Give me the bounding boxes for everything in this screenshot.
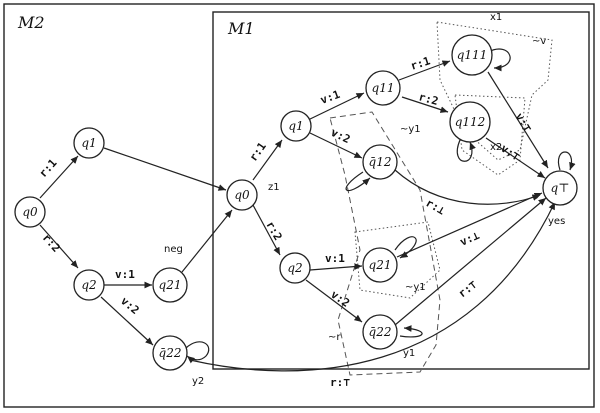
annotation-neg: neg [164,244,183,255]
loop-q112 [456,139,476,162]
state-q111: q111 [451,34,493,76]
edge-m2-q2-q22 [100,296,154,346]
state-q112: q112 [449,101,491,143]
edge-q1-q11 [307,92,365,121]
edge-label-q11-r2: r:2 [417,90,440,108]
state-label: q1 [288,119,303,133]
edge-q112-qtop [485,137,546,179]
annotation-y1-bottom: y1 [403,348,415,359]
edge-label-q12-rbot: r:⊥ [424,196,448,217]
edge-q2-q22 [305,279,363,323]
edge-label-q2-v1: v:1 [325,252,345,265]
edge-m2-q0-q1 [39,155,79,199]
edge-label-q2-v2: v:2 [328,288,352,310]
state-label: q2 [287,261,302,275]
edge-q11-q112 [401,96,449,113]
state-label: q11 [372,81,395,95]
state-q12: q̄12 [362,144,398,180]
edge-q22-qtop [394,197,547,326]
edge-m2-q0-q2 [39,224,79,269]
edge-m2q22-qtop [189,201,556,372]
loop-q21 [394,236,417,259]
m2-label: M2 [17,13,45,32]
annotation-x1: x1 [490,12,502,23]
edge-m1-q0-q1 [252,139,283,181]
m1-frame [212,11,590,370]
region-x1 [436,21,553,161]
state-m2-q0: q0 [14,196,46,228]
edge-q21-qtop [396,192,543,258]
edge-label-m1-r1: r:1 [247,140,269,164]
state-qtop: q⊤ [542,170,578,206]
m1-label: M1 [227,19,255,38]
state-label: q̄12 [369,155,392,169]
edge-q2-q21 [309,263,363,271]
edge-label-m2q22-rT: r:⊤ [330,376,350,389]
state-label: q1 [81,136,96,150]
state-q21: q21 [362,247,398,283]
region-y1 [329,111,441,376]
state-m1-q0: q0 [226,179,258,211]
annotation-z1: z1 [268,182,280,193]
state-m2-q22: q̄22 [152,335,188,371]
annotation-yes: yes [548,216,565,227]
edge-label-m2-r1: r:1 [37,156,60,180]
edge-label-q21-vbot: v:⊥ [458,229,482,249]
state-label: q̄22 [369,325,392,339]
state-label: q2 [81,278,96,292]
state-label: q112 [455,115,486,129]
state-q11: q11 [365,70,401,106]
loop-m2-q22 [185,341,210,364]
edge-m1-q0-q2 [252,204,281,256]
annotation-y1-mid: ~y1 [405,282,426,293]
state-q22: q̄22 [362,314,398,350]
edge-q111-qtop [487,71,549,169]
loop-qtop [557,151,576,171]
edge-q1-q12 [309,132,363,159]
edge-label-q111-vT: v:⊤ [512,111,534,135]
edge-m2-q21-m1q0 [181,209,233,273]
annotation-tilde-r: ~r [328,332,341,343]
state-label: q111 [457,48,488,62]
annotation-y1-top: ~y1 [400,124,421,135]
state-m2-q2: q2 [73,269,105,301]
state-label: q0 [22,205,38,219]
annotation-x2: x2 [490,142,502,153]
edge-label-m2-v1: v:1 [115,268,135,281]
loop-q22 [399,325,423,338]
edge-label-m2-v2: v:2 [118,294,142,317]
m2-frame [3,3,595,408]
edge-label-q22-rT: r:⊤ [456,278,480,301]
edge-label-m2-r2: r:2 [40,231,63,254]
state-m2-q21: q21 [152,267,188,303]
loop-q12 [345,171,371,192]
edge-m2-q1-m1q0 [103,147,227,191]
edge-label-q1-v1: v:1 [319,88,342,107]
state-m2-q1: q1 [73,127,105,159]
edge-label-m1-r2: r:2 [263,219,284,243]
annotation-tilde-v: ~v [532,36,546,47]
state-m1-q2: q2 [279,252,311,284]
edge-q11-q111 [398,60,451,81]
state-label: q21 [159,278,182,292]
state-label: q̄22 [159,346,182,360]
edge-label-q11-r1: r:1 [409,54,432,73]
edge-q12-qtop [394,169,541,205]
loop-q111 [487,48,511,72]
state-label: q21 [369,258,392,272]
state-label: q0 [234,188,250,202]
region-y1-lower [354,221,441,299]
annotation-y2: y2 [192,376,204,387]
state-m1-q1: q1 [280,110,312,142]
state-label: q⊤ [551,181,570,195]
